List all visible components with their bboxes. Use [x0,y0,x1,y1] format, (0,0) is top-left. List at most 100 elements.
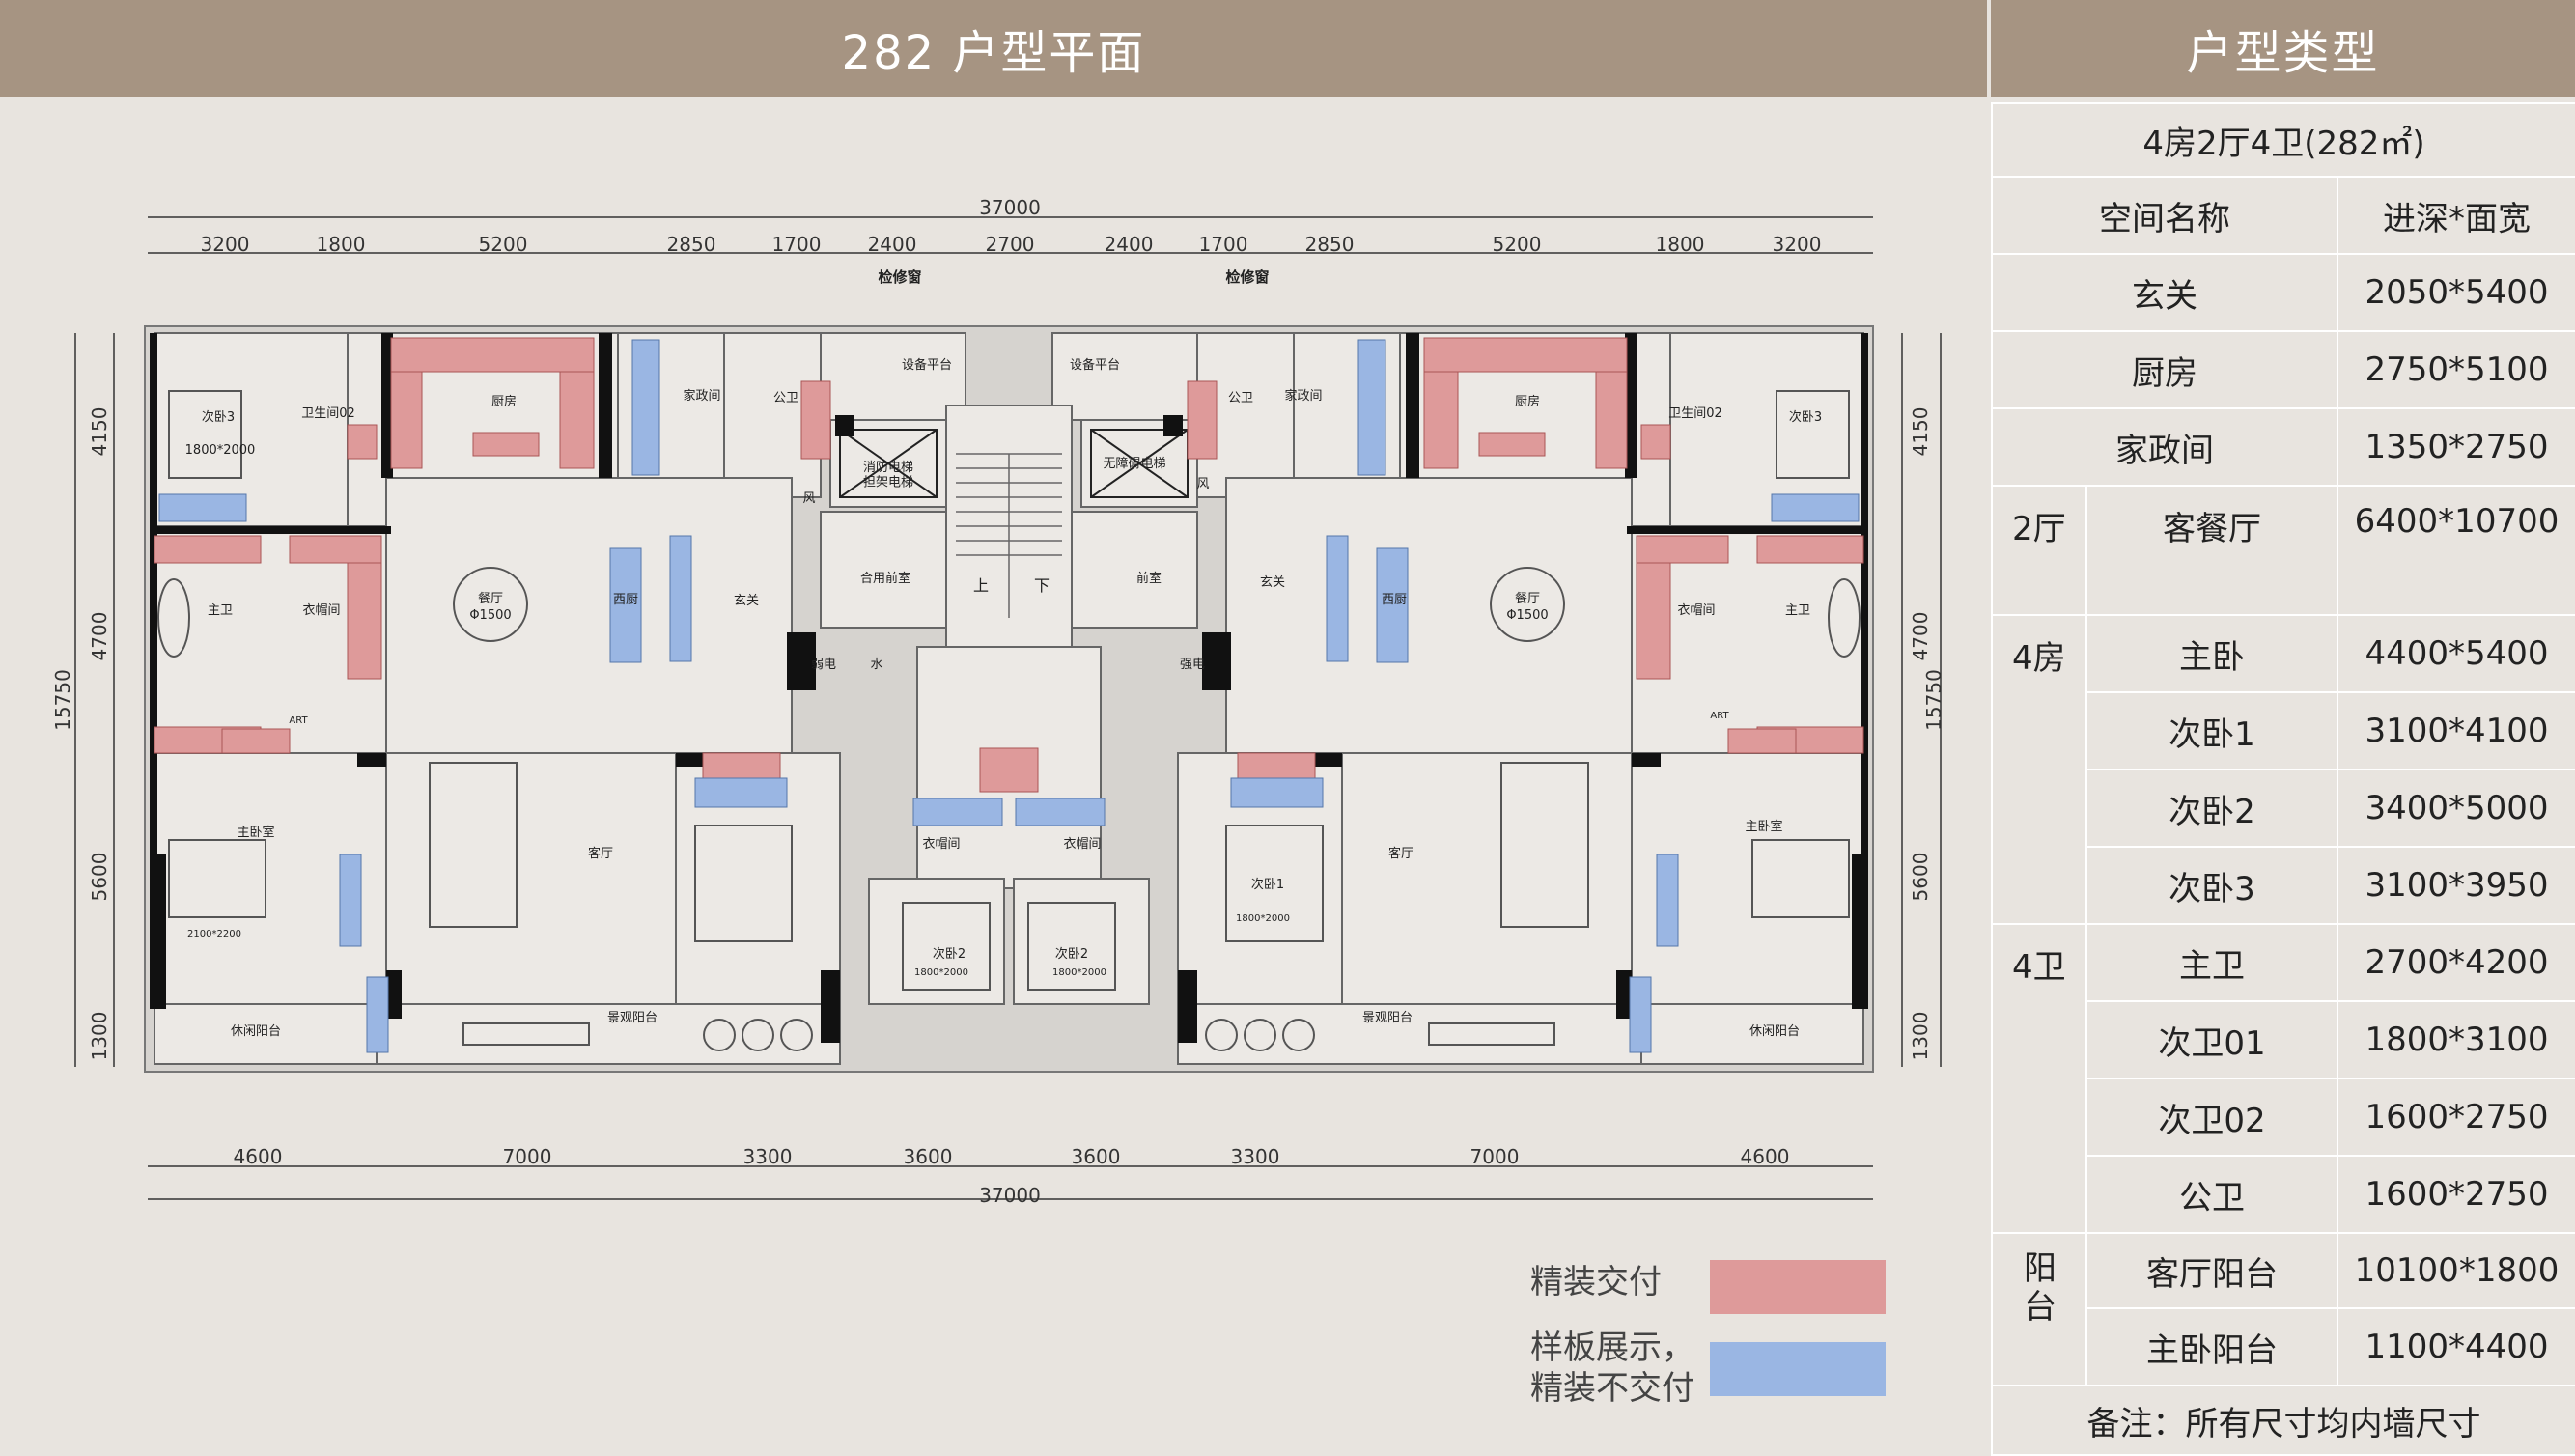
room-label: 休闲阳台 [231,1024,281,1039]
dim-total-top: 37000 [979,196,1041,219]
room-label: 景观阳台 [607,1011,658,1025]
dim-bottom: 3300 [743,1145,793,1168]
room-label: Φ1500 [1506,608,1548,623]
dim-bottom: 4600 [1741,1145,1790,1168]
dim-top: 2400 [1105,233,1154,256]
room-label: 衣帽间 [1677,602,1715,618]
dim-bottom: 7000 [1470,1145,1520,1168]
dim-top: 1700 [1199,233,1248,256]
table-title: 户型类型 [2186,26,2380,80]
room-label: 家政间 [683,388,720,404]
dim-left: 4700 [88,612,111,661]
dim-left: 1300 [88,1012,111,1061]
dim-top: 2850 [667,233,716,256]
furniture [157,390,1861,1051]
room-label: 主卧室 [1745,819,1782,834]
dim-top: 3200 [1773,233,1822,256]
dimension-lines [74,216,1942,1200]
dim-right-total: 15750 [1922,669,1945,731]
dim-top: 2850 [1305,233,1355,256]
stair [956,453,1062,618]
col-size-header: 进深*面宽 [2337,176,2575,255]
dim-top: 5200 [479,233,528,256]
dimension-labels: 37000 37000 3200 1800 5200 2850 1700 240… [51,196,1945,1207]
sample-areas [158,339,1860,1053]
legend-finished-label: 精装交付 [1530,1263,1662,1302]
dim-top: 1700 [772,233,822,256]
dim-right: 1300 [1909,1012,1932,1061]
room-label: 无障碍电梯 [1103,457,1165,471]
dim-top: 1800 [1656,233,1705,256]
room-label: 2100*2200 [187,929,241,939]
legend-sample-swatch [1710,1342,1886,1396]
room-label: 公卫 [1228,391,1253,406]
dim-top: 2700 [986,233,1035,256]
room-label: 客厅 [1388,846,1413,861]
room-label: 客厅 [588,846,613,861]
room-label: 玄关 [734,594,759,608]
room-label: 休闲阳台 [1749,1024,1800,1039]
room-label: 强电 [1180,658,1205,672]
room-label: 次卧3 [202,409,235,425]
plan-title: 282 户型平面 [841,26,1146,80]
room-label: 衣帽间 [922,836,960,852]
room-label: 1800*2000 [1236,913,1290,924]
room-label: 衣帽间 [1063,836,1101,852]
room-label: 消防电梯担架电梯 [863,460,913,490]
room-label: 卫生间02 [1668,406,1722,421]
room-label: 次卧2 [1055,946,1088,962]
room-label: 前室 [1136,571,1162,586]
dim-left-total: 15750 [51,669,74,731]
finished-areas [154,337,1864,793]
room-label: 家政间 [1284,388,1322,404]
right-unit [1177,332,1864,1065]
room-label: 上 [973,576,989,595]
room-label: 合用前室 [860,571,910,586]
room-label: 检修窗 [1225,268,1269,286]
room-label: ART [289,715,308,726]
unit-type: 4房2厅4卫(282㎡) [1991,102,2575,178]
dim-top: 2400 [868,233,917,256]
elevator-shafts [839,429,1189,498]
room-label: 卫生间02 [301,406,355,421]
dim-left: 5600 [88,853,111,902]
legend-sample-label: 样板展示， 精装不交付 [1530,1329,1694,1408]
floor-plan: 37000 37000 3200 1800 5200 2850 1700 240… [51,196,1945,1207]
room-label: 餐厅 [1515,591,1540,606]
col-space-header: 空间名称 [1991,176,2338,255]
legend-finished-swatch [1710,1260,1886,1314]
room-label: 西厨 [613,593,638,607]
room-label: 厨房 [491,394,517,409]
dim-top: 3200 [201,233,250,256]
room-label: 餐厅 [478,591,503,606]
room-label: Φ1500 [469,608,511,623]
room-label: 次卧3 [1789,409,1822,425]
dim-bottom: 3600 [1072,1145,1121,1168]
core [820,332,1198,1005]
room-label: 次卧2 [933,946,966,962]
table-title-bar: 户型类型 [1991,0,2575,97]
room-label: 公卫 [773,391,798,406]
structural-walls [150,333,1868,1043]
room-label: 衣帽间 [302,602,340,618]
room-label: 风 [802,491,815,506]
room-label: 1800*2000 [1052,967,1106,978]
dim-right: 4700 [1909,612,1932,661]
dim-bottom: 3600 [904,1145,953,1168]
room-label: 主卫 [1785,603,1810,618]
room-label: 下 [1034,576,1050,595]
dim-top: 1800 [317,233,366,256]
room-label: 主卧室 [237,825,274,840]
